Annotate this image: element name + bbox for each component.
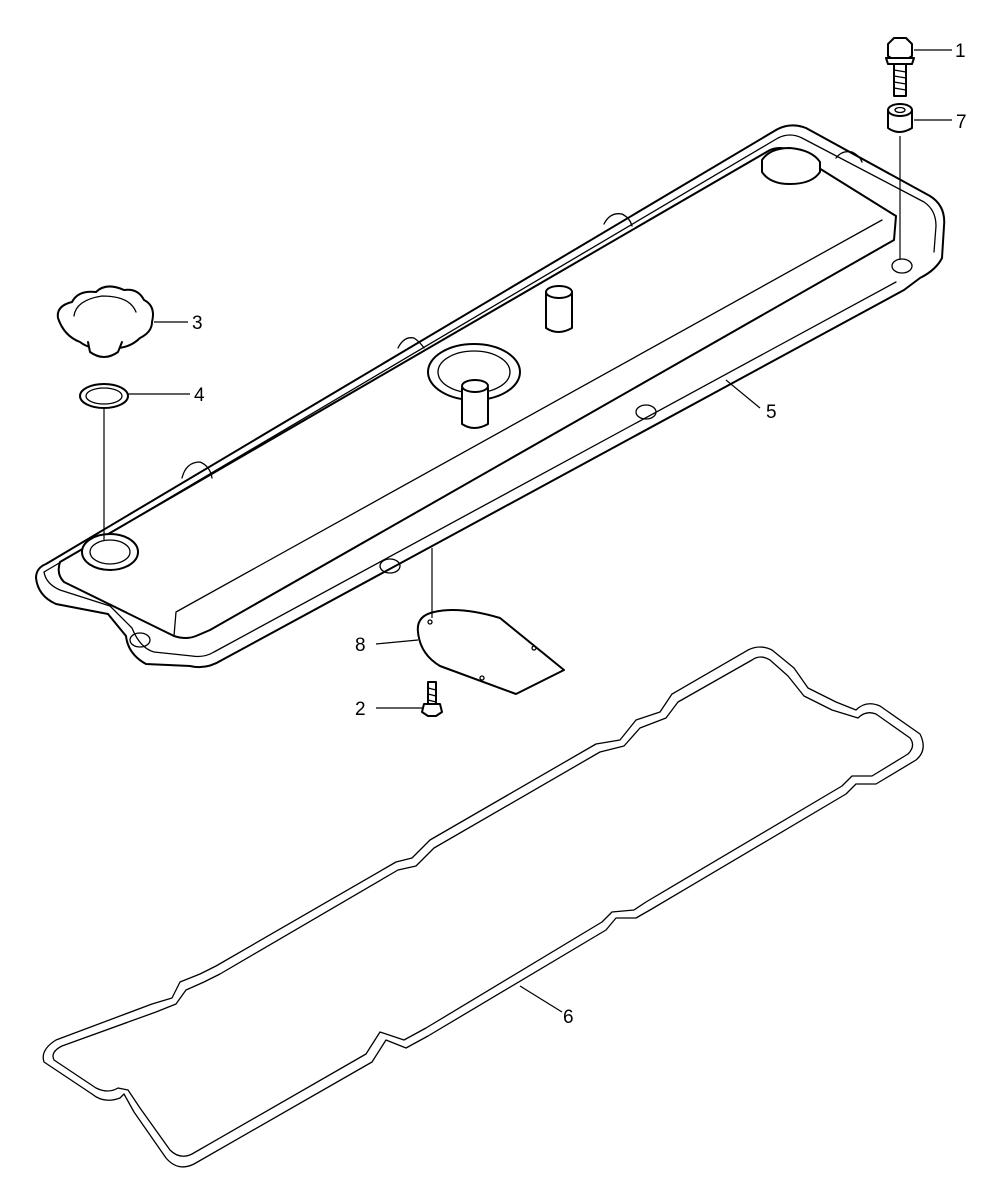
valve-cover-part-5 <box>35 124 946 669</box>
callout-8: 8 <box>355 635 366 656</box>
plate-part-8 <box>416 609 565 695</box>
assembly-lines <box>103 136 901 618</box>
callout-1: 1 <box>955 41 966 62</box>
bolt-part-1 <box>885 37 915 97</box>
sleeve-part-7 <box>887 103 913 133</box>
filler-cap-part-3 <box>56 285 154 358</box>
screw-part-2 <box>421 681 443 717</box>
callout-3: 3 <box>192 313 203 334</box>
callout-4: 4 <box>194 385 205 406</box>
leader-lines <box>128 49 952 1013</box>
callout-labels: 1 2 3 4 5 6 7 8 <box>192 41 967 1028</box>
gasket-part-6 <box>42 646 924 1168</box>
callout-2: 2 <box>355 699 366 720</box>
callout-5: 5 <box>766 402 777 423</box>
callout-7: 7 <box>956 112 967 133</box>
callout-6: 6 <box>563 1007 574 1028</box>
o-ring-part-4 <box>79 383 129 409</box>
